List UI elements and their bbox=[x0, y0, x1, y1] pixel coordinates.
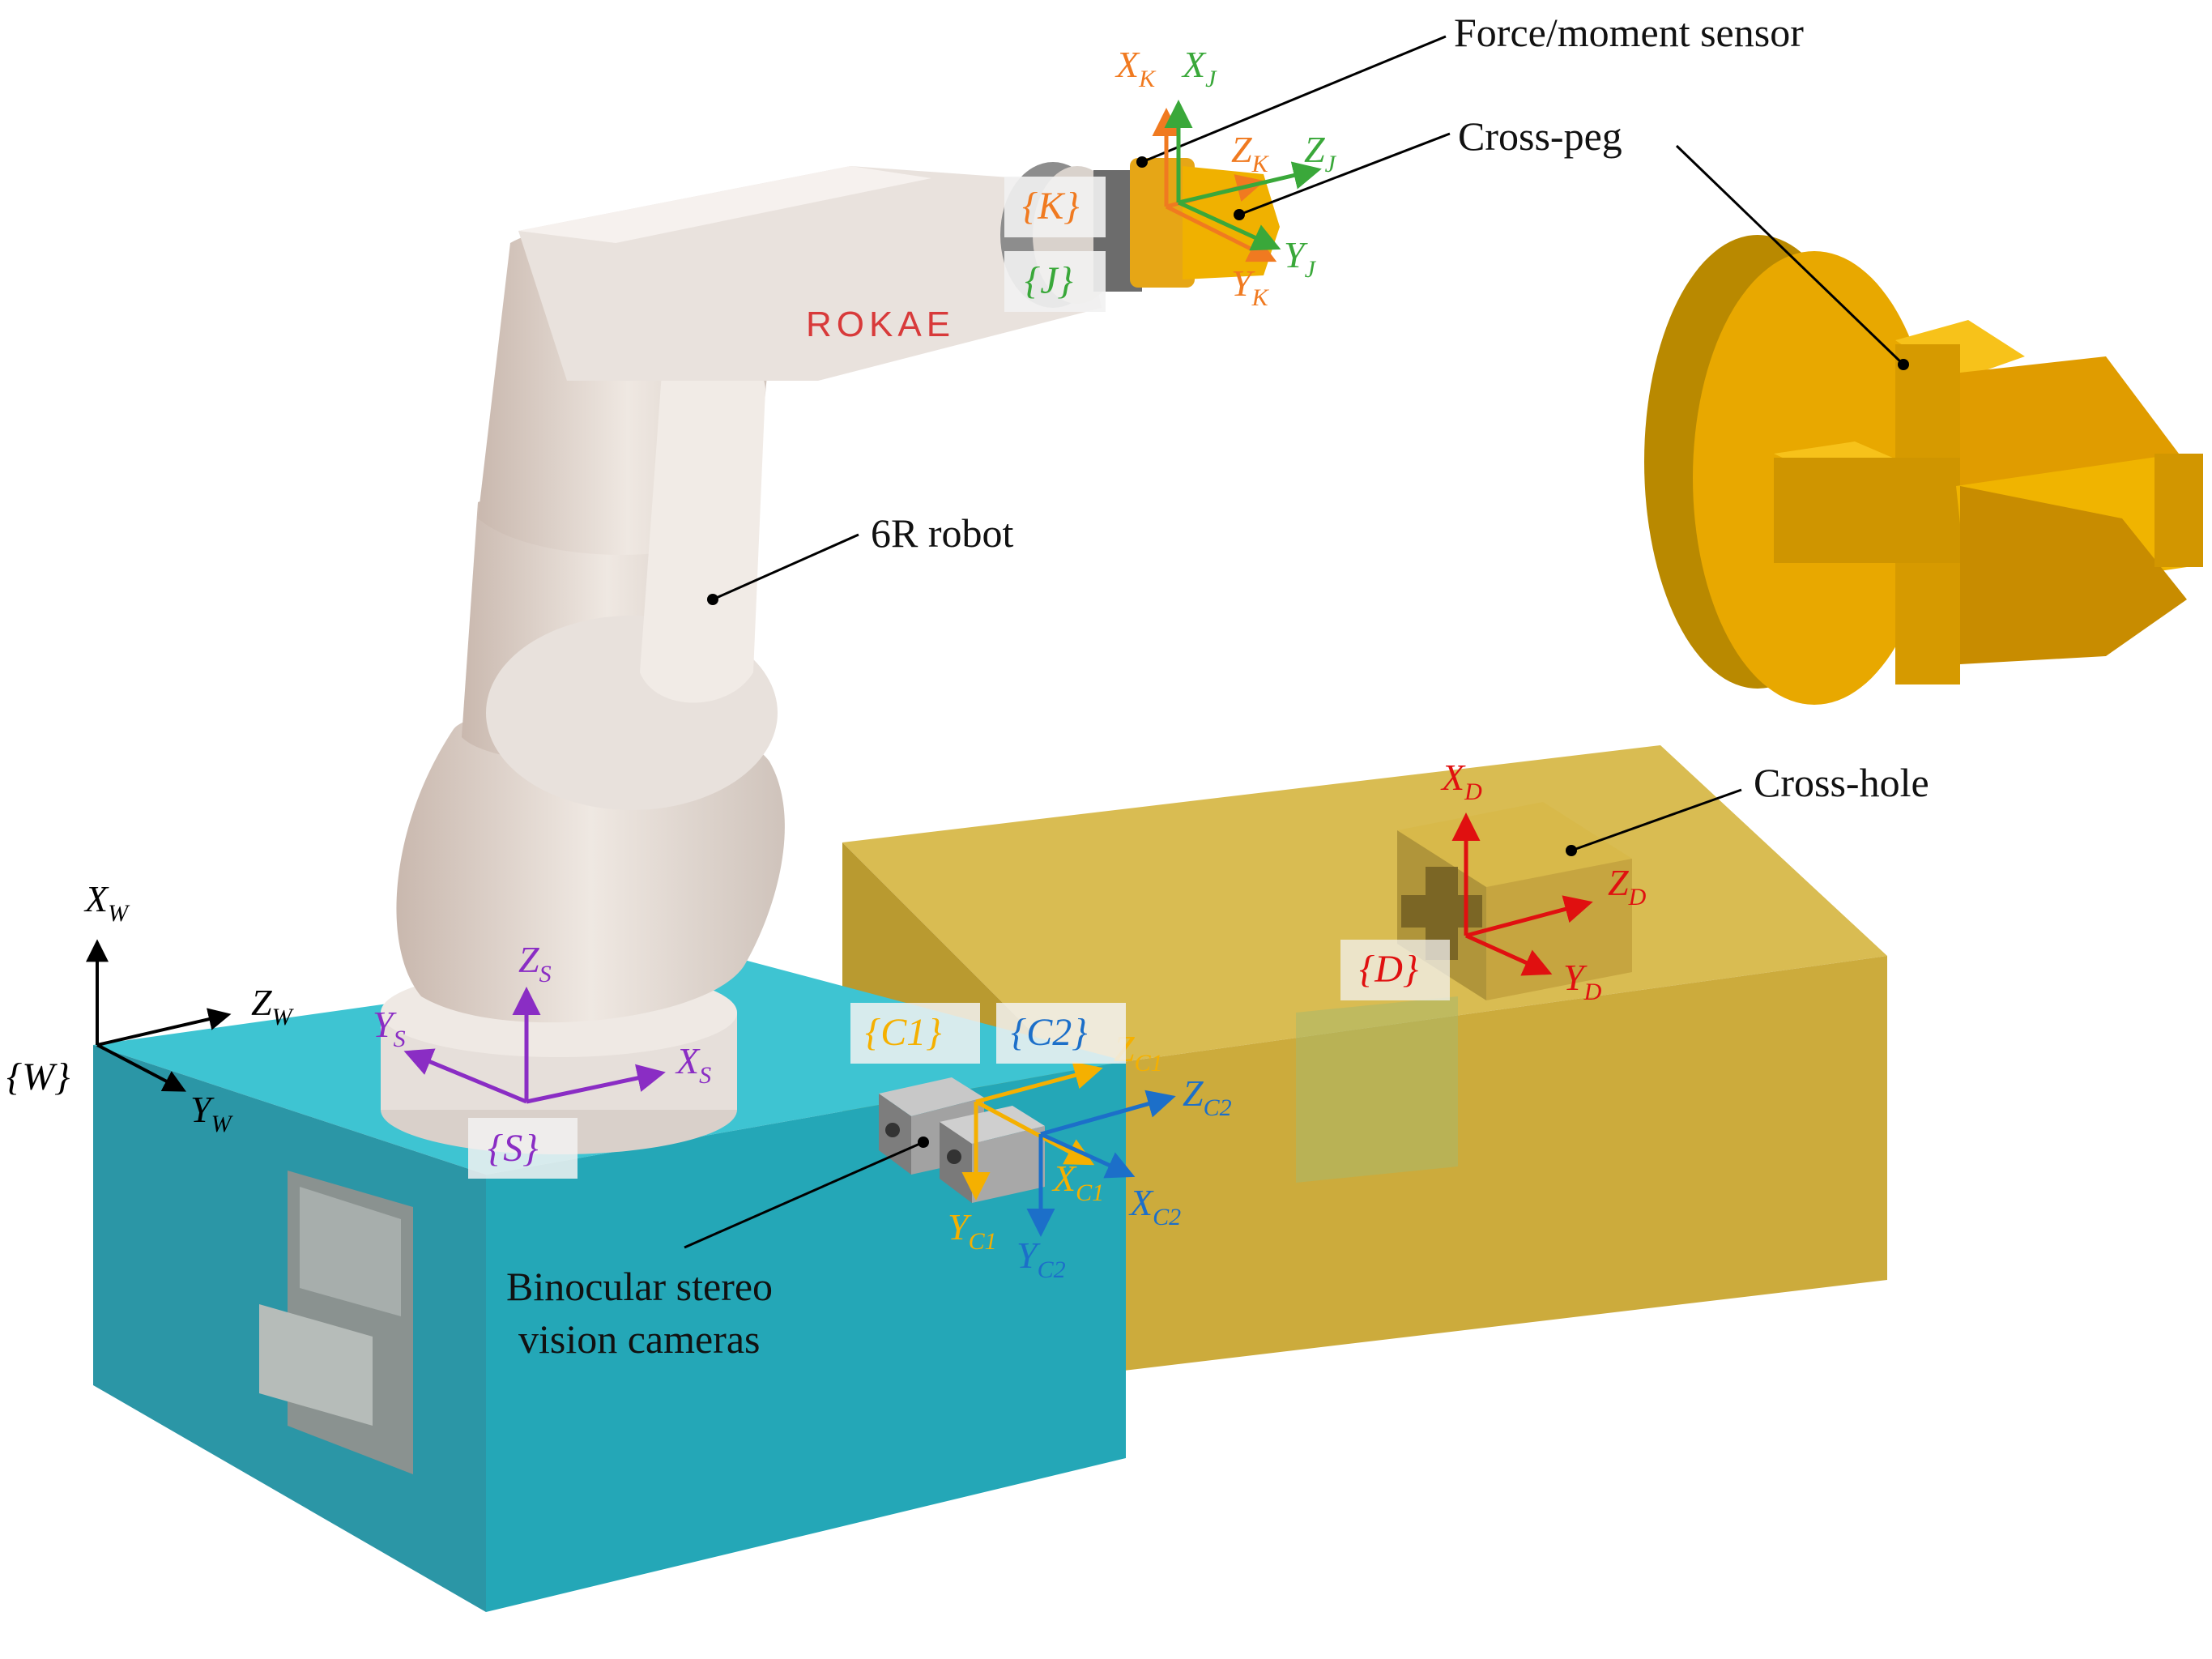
axis-xs-sub: S bbox=[699, 1062, 711, 1089]
cross-hole-label: Cross-hole bbox=[1754, 760, 1929, 805]
axis-zd-label: Z bbox=[1608, 862, 1629, 903]
hole-block bbox=[842, 745, 1887, 1377]
axis-yk-label: Y bbox=[1231, 262, 1255, 304]
svg-text:YC1: YC1 bbox=[948, 1206, 997, 1255]
robot-brand-text: ROKAE bbox=[806, 305, 955, 344]
frame-k-label: {K} bbox=[1022, 185, 1079, 228]
svg-text:YD: YD bbox=[1563, 957, 1602, 1005]
axis-yc1-label: Y bbox=[948, 1206, 972, 1247]
axis-zk-label: Z bbox=[1231, 129, 1252, 170]
axis-xc1-sub: C1 bbox=[1076, 1179, 1104, 1206]
frame-j-label: {J} bbox=[1025, 259, 1073, 302]
axis-xs-label: X bbox=[675, 1040, 701, 1081]
axis-zc1-sub: C1 bbox=[1135, 1050, 1163, 1077]
axis-xk-sub: K bbox=[1138, 66, 1157, 92]
svg-text:YW: YW bbox=[190, 1089, 234, 1137]
axis-xd-sub: D bbox=[1464, 778, 1482, 805]
svg-text:ZK: ZK bbox=[1231, 129, 1270, 177]
svg-text:ZC2: ZC2 bbox=[1183, 1073, 1232, 1121]
axis-yj-label: Y bbox=[1284, 234, 1308, 275]
frame-w-label: {W} bbox=[6, 1056, 70, 1098]
axis-yc2-label: Y bbox=[1016, 1235, 1041, 1276]
axis-ys-sub: S bbox=[394, 1026, 406, 1052]
axis-yw-label: Y bbox=[190, 1089, 215, 1130]
frame-s-axes: ZS XS YS {S} bbox=[373, 939, 711, 1179]
axis-zk-sub: K bbox=[1251, 151, 1270, 177]
svg-text:XD: XD bbox=[1440, 757, 1482, 805]
cameras-label-line1: Binocular stereo bbox=[506, 1264, 773, 1309]
svg-text:YJ: YJ bbox=[1284, 234, 1317, 283]
axis-xc2-sub: C2 bbox=[1153, 1204, 1181, 1230]
axis-zc2-sub: C2 bbox=[1204, 1094, 1232, 1121]
connector-panel bbox=[259, 1171, 413, 1474]
force-sensor-label: Force/moment sensor bbox=[1454, 10, 1804, 55]
axis-yk-sub: K bbox=[1251, 284, 1270, 311]
axis-xw-sub: W bbox=[108, 900, 130, 927]
axis-xd-label: X bbox=[1440, 757, 1466, 798]
svg-text:YS: YS bbox=[373, 1004, 406, 1052]
axis-xw-label: X bbox=[83, 878, 109, 919]
svg-text:XW: XW bbox=[83, 878, 130, 927]
axis-zc2-label: Z bbox=[1183, 1073, 1204, 1114]
svg-text:ZW: ZW bbox=[251, 982, 295, 1030]
svg-text:XK: XK bbox=[1115, 44, 1157, 92]
axis-xc2-label: X bbox=[1128, 1182, 1154, 1223]
frame-c-axes: ZC1 ZC2 XC1 XC2 YC1 YC2 {C1} {C2} bbox=[850, 1003, 1232, 1283]
svg-text:ZJ: ZJ bbox=[1304, 129, 1337, 177]
axis-xk-label: X bbox=[1115, 44, 1140, 85]
axis-ys-label: Y bbox=[373, 1004, 397, 1045]
axis-zs-sub: S bbox=[539, 961, 552, 987]
axis-zd-sub: D bbox=[1628, 884, 1647, 911]
frame-c1-label: {C1} bbox=[865, 1011, 941, 1054]
axis-xj-label: X bbox=[1181, 44, 1207, 85]
leader-dots bbox=[707, 156, 1909, 1148]
frame-w-axes: XW ZW YW {W} bbox=[6, 878, 295, 1137]
svg-text:YC2: YC2 bbox=[1016, 1235, 1066, 1283]
frame-s-label: {S} bbox=[488, 1127, 538, 1170]
axis-zj-label: Z bbox=[1304, 129, 1325, 170]
svg-text:XC2: XC2 bbox=[1128, 1182, 1181, 1230]
axis-yc1-sub: C1 bbox=[969, 1228, 997, 1255]
frame-d-axes: XD ZD YD {D} bbox=[1340, 757, 1647, 1005]
svg-text:ZD: ZD bbox=[1608, 862, 1647, 911]
axis-xj-sub: J bbox=[1205, 66, 1217, 92]
leader-lines bbox=[684, 35, 1905, 1249]
axis-yj-sub: J bbox=[1305, 256, 1317, 283]
svg-text:XJ: XJ bbox=[1181, 44, 1217, 92]
robot-label: 6R robot bbox=[871, 510, 1014, 556]
svg-text:XC1: XC1 bbox=[1051, 1158, 1104, 1206]
stereo-cameras bbox=[879, 1077, 1045, 1203]
axis-xc1-label: X bbox=[1051, 1158, 1077, 1199]
svg-text:YK: YK bbox=[1231, 262, 1270, 311]
svg-text:ZS: ZS bbox=[518, 939, 552, 987]
svg-text:XS: XS bbox=[675, 1040, 711, 1089]
frame-d-label: {D} bbox=[1359, 948, 1418, 991]
cross-peg-model bbox=[1644, 235, 2203, 705]
axis-yd-label: Y bbox=[1563, 957, 1588, 998]
axis-zj-sub: J bbox=[1325, 151, 1337, 177]
cameras-label-line2: vision cameras bbox=[518, 1316, 761, 1362]
axis-yc2-sub: C2 bbox=[1038, 1256, 1066, 1283]
frame-k-j-axes: XK XJ ZK ZJ YJ YK {K} {J} bbox=[1004, 44, 1337, 312]
axis-yd-sub: D bbox=[1583, 979, 1602, 1005]
axis-zw-label: Z bbox=[251, 982, 272, 1023]
cross-peg-label: Cross-peg bbox=[1458, 113, 1622, 159]
axis-zs-label: Z bbox=[518, 939, 539, 980]
axis-yw-sub: W bbox=[211, 1111, 234, 1137]
axis-zw-sub: W bbox=[272, 1004, 295, 1030]
frame-c2-label: {C2} bbox=[1011, 1011, 1087, 1054]
